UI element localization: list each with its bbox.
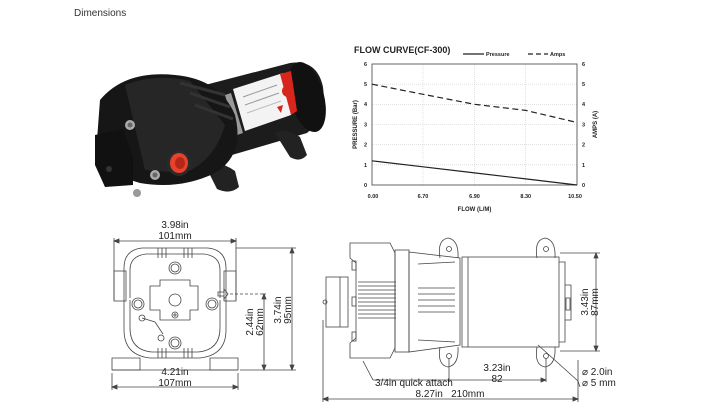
svg-text:1: 1 bbox=[582, 163, 585, 169]
flow-curve-chart: FLOW CURVE(CF-300) Pressure Amps 0 1 2 3… bbox=[353, 45, 599, 213]
page-title: Dimensions bbox=[74, 8, 127, 19]
y2-axis-ticks: 0 1 2 3 4 5 6 bbox=[582, 62, 586, 189]
front-port-height-in: 2.44in bbox=[245, 308, 256, 335]
svg-text:0: 0 bbox=[364, 183, 367, 189]
hole-dia-in: ⌀ 2.0in bbox=[582, 367, 612, 378]
svg-text:3: 3 bbox=[582, 123, 585, 129]
svg-text:0.00: 0.00 bbox=[368, 194, 379, 200]
front-total-height-mm: 95mm bbox=[283, 296, 294, 324]
svg-text:4: 4 bbox=[582, 102, 586, 108]
total-length: 8.27in 210mm bbox=[416, 389, 485, 400]
motor-height-in: 3.43in bbox=[580, 288, 591, 315]
front-view-drawing: 3.98in 101mm 4.21in 107mm 2.44in 62mm 3.… bbox=[110, 220, 296, 390]
pressure-line bbox=[371, 160, 578, 186]
mount-spacing-mm: 82 bbox=[491, 374, 503, 385]
y2-axis-label: AMPS (A) bbox=[593, 111, 599, 138]
plot-frame bbox=[371, 63, 578, 186]
mount-spacing-in: 3.23in bbox=[483, 363, 510, 374]
front-top-width-in: 3.98in bbox=[161, 220, 188, 231]
svg-text:2: 2 bbox=[364, 143, 367, 149]
chart-grid bbox=[372, 64, 577, 185]
svg-text:8.30: 8.30 bbox=[520, 194, 531, 200]
y-axis-label: PRESSURE (Bar) bbox=[353, 100, 359, 149]
legend-pressure: Pressure bbox=[486, 52, 510, 58]
front-port-height-mm: 62mm bbox=[255, 308, 266, 336]
svg-text:0: 0 bbox=[582, 183, 585, 189]
front-top-width-mm: 101mm bbox=[158, 231, 191, 242]
svg-text:10.50: 10.50 bbox=[568, 194, 582, 200]
svg-text:6.90: 6.90 bbox=[469, 194, 480, 200]
motor-height-mm: 87mm bbox=[590, 288, 601, 316]
product-photo bbox=[95, 61, 326, 197]
svg-text:1: 1 bbox=[364, 163, 367, 169]
quick-attach-label: 3/4in quick attach bbox=[375, 378, 453, 389]
front-bottom-width-mm: 107mm bbox=[158, 378, 191, 389]
svg-text:2: 2 bbox=[582, 143, 585, 149]
legend-amps: Amps bbox=[550, 52, 565, 58]
hole-dia-mm: ⌀ 5 mm bbox=[582, 378, 616, 389]
y-axis-ticks: 0 1 2 3 4 5 6 bbox=[364, 62, 368, 189]
front-bottom-width-in: 4.21in bbox=[161, 367, 188, 378]
svg-text:6.70: 6.70 bbox=[418, 194, 429, 200]
pump-head bbox=[95, 74, 238, 197]
side-view-drawing: 3/4in quick attach 3.23in 82 8.27in 210m… bbox=[321, 237, 616, 402]
chart-legend: Pressure Amps bbox=[463, 52, 565, 58]
amps-line bbox=[371, 83, 578, 124]
svg-text:5: 5 bbox=[582, 82, 585, 88]
svg-text:6: 6 bbox=[582, 62, 585, 68]
svg-text:6: 6 bbox=[364, 62, 367, 68]
svg-text:5: 5 bbox=[364, 82, 367, 88]
x-axis-label: FLOW (L/M) bbox=[458, 207, 492, 213]
x-axis-ticks: 0.00 6.70 6.90 8.30 10.50 bbox=[368, 194, 582, 200]
svg-text:4: 4 bbox=[364, 102, 368, 108]
front-total-height-in: 3.74in bbox=[273, 296, 284, 323]
chart-title: FLOW CURVE(CF-300) bbox=[354, 45, 450, 55]
svg-text:3: 3 bbox=[364, 123, 367, 129]
